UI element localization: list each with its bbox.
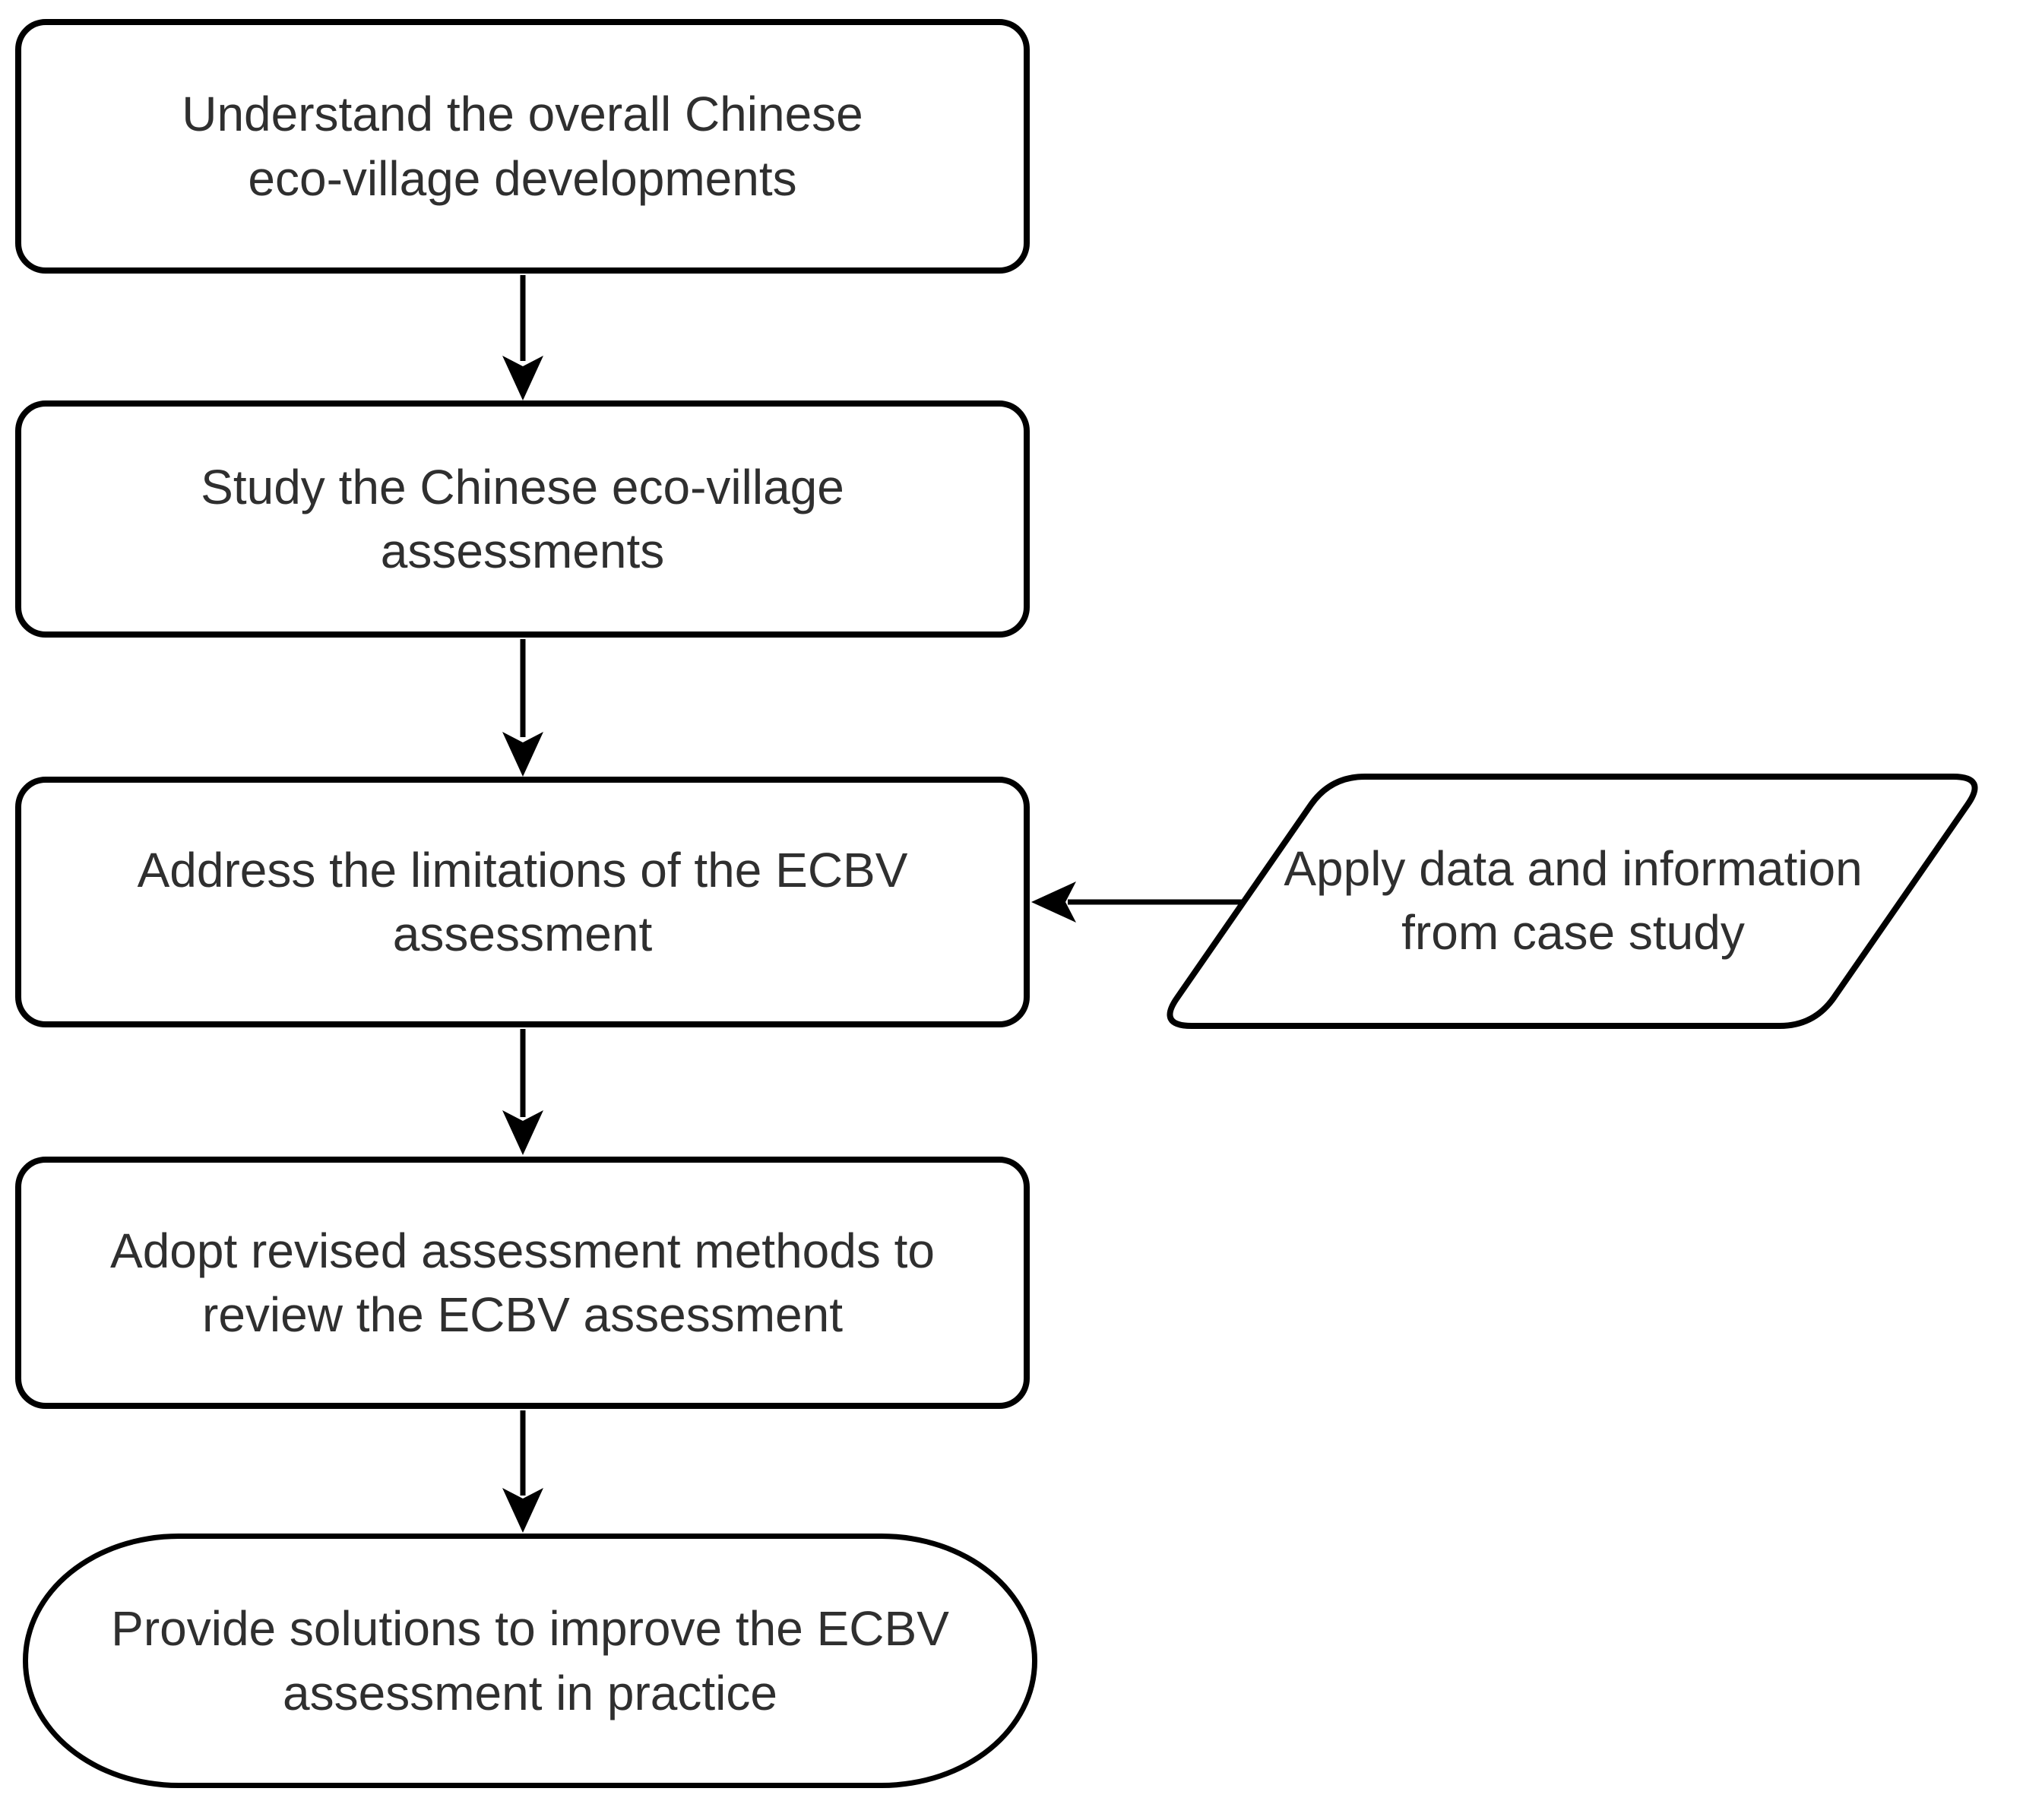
arrow-step3-step4 [502, 1029, 543, 1155]
flow-node-label: Study the Chinese eco-village assessment… [201, 459, 844, 578]
arrow-step4-end [502, 1410, 543, 1533]
arrow-datainput-step3 [1031, 882, 1243, 923]
flow-node-provide-solutions: Provide solutions to improve the ECBV as… [23, 1534, 1037, 1788]
flow-node-label: Apply data and information from case stu… [1284, 840, 1863, 960]
flow-node-label: Address the limitations of the ECBV asse… [137, 842, 908, 961]
flow-node-study-assessments: Study the Chinese eco-village assessment… [15, 400, 1030, 638]
flow-node-label: Adopt revised assessment methods to revi… [110, 1223, 935, 1342]
flow-node-understand-developments: Understand the overall Chinese eco-villa… [15, 19, 1030, 274]
arrowhead-down-icon [502, 1488, 543, 1533]
arrow-step2-step3 [502, 639, 543, 777]
flow-node-adopt-methods: Adopt revised assessment methods to revi… [15, 1157, 1030, 1409]
flow-node-address-limitations: Address the limitations of the ECBV asse… [15, 777, 1030, 1027]
parallelogram-shape [1167, 774, 1978, 1029]
flow-node-label: Understand the overall Chinese eco-villa… [182, 87, 863, 206]
arrowhead-down-icon [502, 1110, 543, 1155]
arrow-step1-step2 [502, 275, 543, 400]
arrowhead-down-icon [502, 356, 543, 400]
flow-node-apply-data: Apply data and information from case stu… [1246, 790, 1900, 1011]
arrowhead-down-icon [502, 732, 543, 777]
arrowhead-left-icon [1031, 882, 1076, 923]
flow-node-label: Provide solutions to improve the ECBV as… [111, 1601, 949, 1720]
